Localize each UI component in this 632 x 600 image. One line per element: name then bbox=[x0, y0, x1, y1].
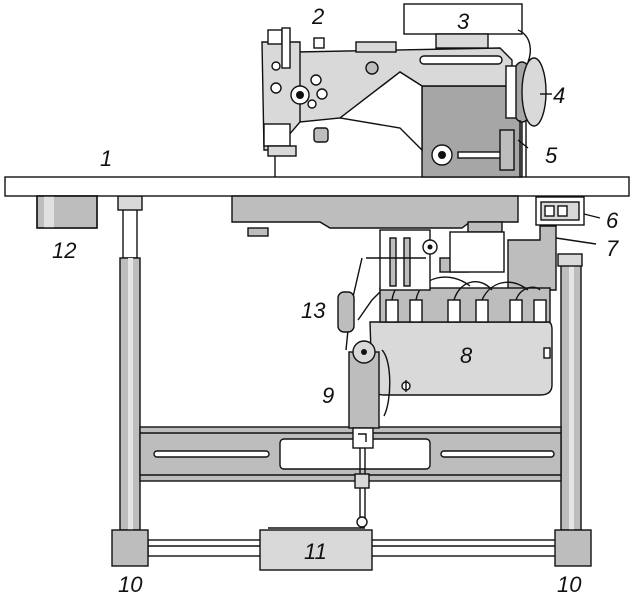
label-10-left: 10 bbox=[118, 572, 143, 597]
right-leg-cap bbox=[557, 253, 583, 267]
oil-pan bbox=[231, 195, 519, 229]
left-leg-highlight bbox=[128, 258, 133, 530]
right-foot bbox=[554, 529, 592, 567]
label-12: 12 bbox=[52, 238, 76, 263]
beam-slot-right bbox=[440, 450, 555, 458]
label-13: 13 bbox=[301, 298, 326, 323]
handwheel bbox=[505, 57, 547, 127]
label-10-right: 10 bbox=[557, 572, 582, 597]
label-7: 7 bbox=[606, 236, 619, 261]
label-6: 6 bbox=[606, 208, 619, 233]
label-5: 5 bbox=[545, 143, 558, 168]
bobbin-winder bbox=[403, 3, 531, 63]
switch-button-b bbox=[557, 205, 568, 217]
motor-unit bbox=[369, 276, 553, 396]
left-leg-cap bbox=[117, 195, 143, 211]
treadle-pedal bbox=[259, 529, 373, 571]
stand-frame bbox=[111, 195, 592, 571]
label-2: 2 bbox=[311, 4, 324, 29]
center-support bbox=[379, 229, 505, 291]
knee-lift-lever bbox=[337, 257, 426, 351]
label-9: 9 bbox=[322, 383, 334, 408]
label-4: 4 bbox=[553, 83, 565, 108]
switch-button-a bbox=[544, 205, 555, 217]
label-1: 1 bbox=[100, 146, 112, 171]
right-leg-highlight bbox=[569, 258, 574, 530]
machine-head bbox=[261, 27, 523, 178]
beam-slot-left bbox=[153, 450, 270, 458]
label-8: 8 bbox=[460, 343, 473, 368]
leader-lines bbox=[517, 93, 601, 245]
table-top bbox=[4, 176, 630, 197]
pedal-rod bbox=[348, 340, 391, 528]
label-3: 3 bbox=[457, 9, 470, 34]
label-11: 11 bbox=[304, 539, 327, 564]
left-foot bbox=[111, 529, 149, 567]
